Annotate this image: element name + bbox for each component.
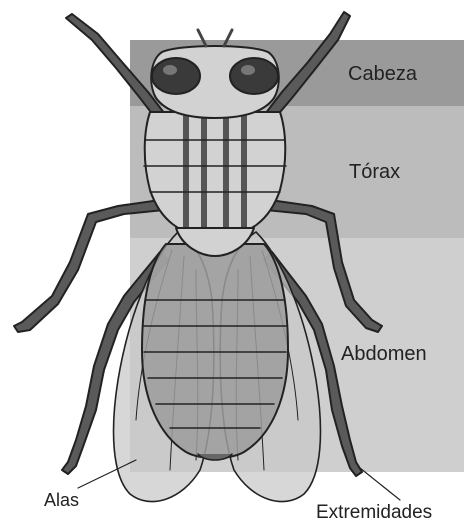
head bbox=[151, 30, 279, 118]
right-eye bbox=[230, 58, 278, 94]
alas-label: Alas bbox=[44, 491, 79, 509]
left-eye bbox=[152, 58, 200, 94]
abdomen-label: Abdomen bbox=[341, 344, 427, 364]
extremidades-label: Extremidades bbox=[316, 503, 432, 522]
cabeza-label: Cabeza bbox=[348, 64, 417, 84]
extremidades-pointer bbox=[360, 468, 400, 500]
thorax bbox=[144, 112, 286, 238]
torax-label: Tórax bbox=[349, 162, 400, 182]
abdomen bbox=[142, 244, 288, 460]
